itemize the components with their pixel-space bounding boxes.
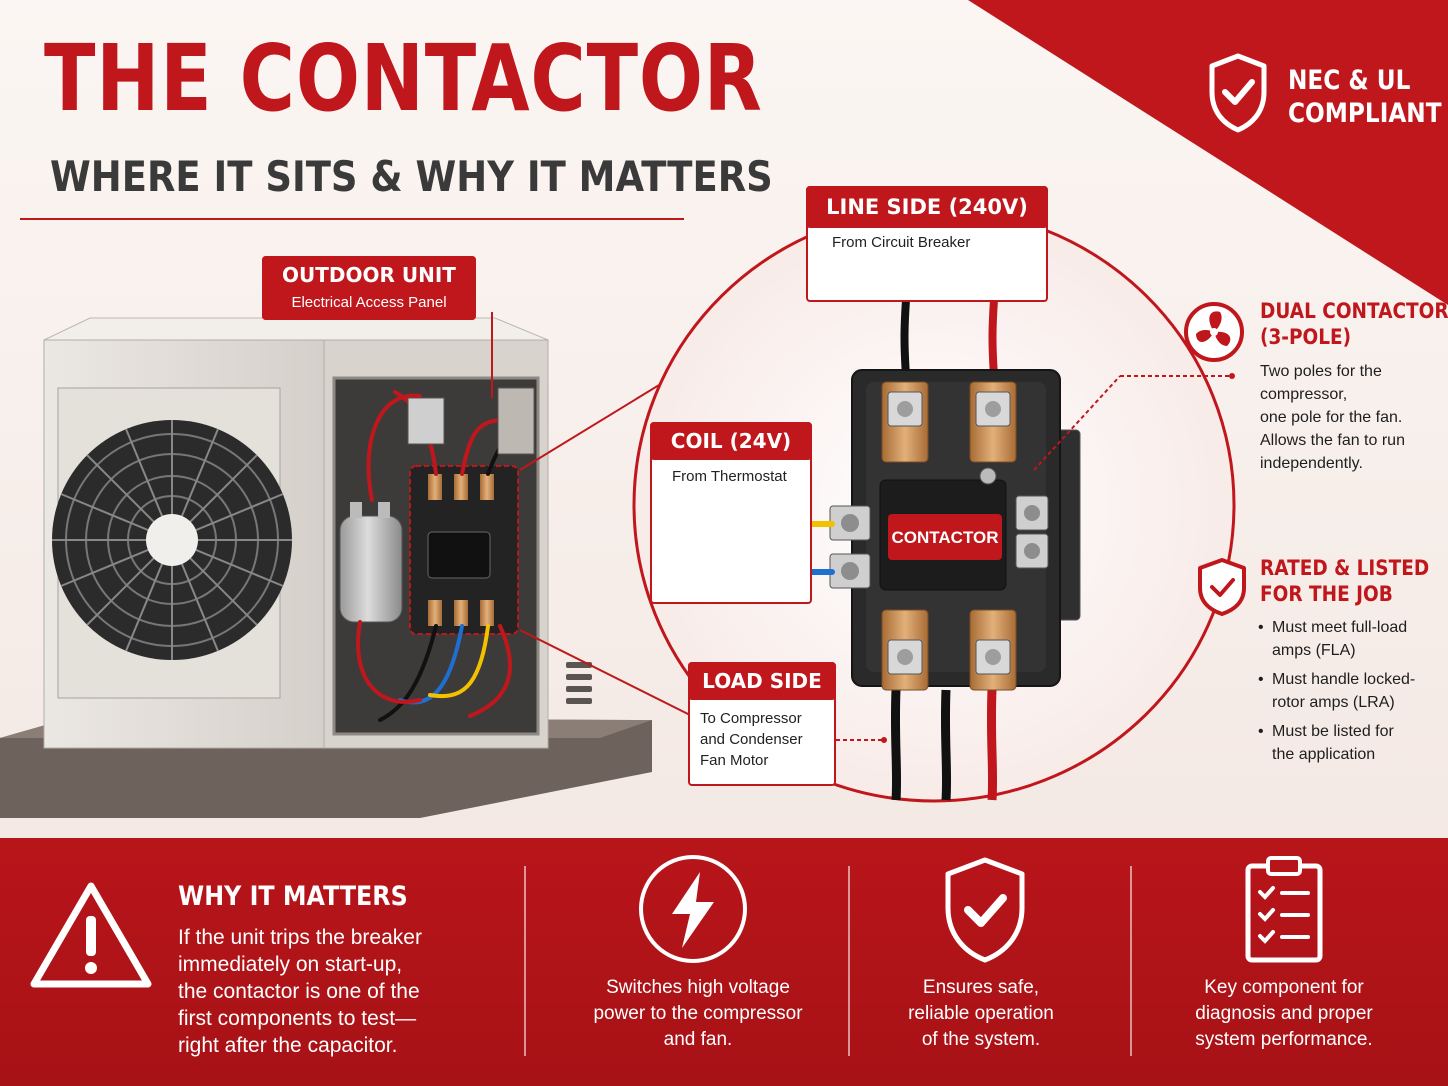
feature-line: power to the compressor (593, 1003, 803, 1024)
lightning-icon (639, 855, 747, 963)
feature-line: of the system. (921, 1029, 1041, 1050)
outdoor-unit-subtitle: Electrical Access Panel (291, 294, 447, 311)
contactor-label: CONTACTOR (891, 528, 998, 547)
why-line: first components to test— (178, 1007, 417, 1030)
load-side-line: To Compressor (700, 710, 802, 727)
fan-grille (52, 420, 292, 660)
rated-bullet-line: rotor amps (LRA) (1272, 694, 1395, 711)
load-side-header: LOAD SIDE (688, 662, 836, 700)
dual-contactor-title: DUAL CONTACTOR (3-POLE) (1260, 298, 1448, 350)
compliance-badge: NEC & UL COMPLIANT (1200, 52, 1442, 142)
rated-listed-title: RATED & LISTED FOR THE JOB (1260, 555, 1429, 607)
fan-icon (1184, 302, 1244, 362)
feature-line: diagnosis and proper (1195, 1003, 1373, 1024)
line-side-subtitle: From Circuit Breaker (832, 234, 971, 251)
contactor-diagram: CONTACTOR L1 L2 Y C (0, 207, 1246, 818)
dual-contactor-body-line: independently. (1260, 455, 1363, 472)
dual-contactor-title-line: DUAL CONTACTOR (1260, 299, 1448, 323)
dual-contactor-body-line: Allows the fan to run (1260, 432, 1405, 449)
rated-bullet: Must meet full-load amps (FLA) (1258, 616, 1415, 662)
shield-check-icon (1209, 53, 1267, 133)
rated-listed-title-line: RATED & LISTED (1260, 556, 1430, 580)
line-side-header: LINE SIDE (240V) (806, 186, 1048, 228)
rated-bullet-line: Must be listed for (1272, 723, 1394, 740)
compliance-text: NEC & UL COMPLIANT (1288, 64, 1442, 130)
coil-callout: COIL (24V) From Thermostat (650, 422, 812, 604)
load-side-line: Fan Motor (700, 752, 769, 769)
feature-line: reliable operation (908, 1003, 1054, 1024)
feature-text-diagnosis: Key component for diagnosis and proper s… (1150, 975, 1418, 1053)
why-it-matters-body: If the unit trips the breaker immediatel… (178, 924, 422, 1059)
why-it-matters-title: WHY IT MATTERS (178, 881, 408, 912)
title-rule (20, 218, 684, 220)
why-line: the contactor is one of the (178, 980, 420, 1003)
divider (848, 866, 850, 1056)
feature-text-safety: Ensures safe, reliable operation of the … (866, 975, 1096, 1053)
feature-text-voltage: Switches high voltage power to the compr… (556, 975, 840, 1053)
feature-line: Key component for (1204, 977, 1364, 998)
outdoor-unit-callout-header: OUTDOOR UNIT (262, 256, 476, 320)
rated-listed-title-line: FOR THE JOB (1260, 582, 1393, 606)
outdoor-unit-callout: OUTDOOR UNIT Electrical Access Panel (262, 256, 476, 320)
page-title: THE CONTACTOR (44, 25, 763, 132)
clipboard-checklist-icon (1245, 856, 1323, 963)
outdoor-unit-title: OUTDOOR UNIT (282, 263, 456, 287)
contactor-illustration: CONTACTOR (723, 296, 1081, 801)
load-side-line: and Condenser (700, 731, 803, 748)
bottom-band (0, 838, 1448, 1086)
feature-line: system performance. (1195, 1029, 1373, 1050)
rated-bullet-line: Must handle locked- (1272, 671, 1416, 688)
divider (524, 866, 526, 1056)
rated-bullet: Must be listed for the application (1258, 720, 1415, 766)
divider (1130, 866, 1132, 1056)
load-side-callout: LOAD SIDE To Compressor and Condenser Fa… (688, 662, 836, 786)
page-subtitle: WHERE IT SITS & WHY IT MATTERS (50, 152, 773, 201)
dual-contactor-body-line: one pole for the fan. (1260, 409, 1403, 426)
dual-contactor-body-line: compressor, (1260, 386, 1348, 403)
dual-contactor-body: Two poles for the compressor, one pole f… (1260, 360, 1405, 475)
feature-line: and fan. (663, 1029, 733, 1050)
rated-bullet: Must handle locked- rotor amps (LRA) (1258, 668, 1415, 714)
compliance-line: COMPLIANT (1288, 98, 1442, 129)
rated-bullet-line: Must meet full-load (1272, 619, 1408, 636)
warning-icon (30, 882, 152, 988)
shield-check-icon (1198, 558, 1246, 616)
shield-check-icon (945, 857, 1025, 963)
compliance-line: NEC & UL (1288, 65, 1411, 96)
rated-bullet-line: amps (FLA) (1272, 642, 1356, 659)
why-line: If the unit trips the breaker (178, 926, 422, 949)
outdoor-unit-illustration (43, 317, 592, 749)
line-side-callout: LINE SIDE (240V) From Circuit Breaker (806, 186, 1048, 302)
dual-contactor-title-line: (3-POLE) (1260, 325, 1352, 349)
why-line: right after the capacitor. (178, 1034, 398, 1057)
why-line: immediately on start-up, (178, 953, 403, 976)
rated-bullet-line: the application (1272, 746, 1376, 763)
dual-contactor-body-line: Two poles for the (1260, 363, 1382, 380)
feature-line: Ensures safe, (922, 977, 1040, 998)
rated-listed-bullets: Must meet full-load amps (FLA) Must hand… (1258, 616, 1415, 772)
contactor-label-plate (888, 514, 1002, 560)
feature-line: Switches high voltage (606, 977, 790, 998)
coil-header: COIL (24V) (650, 422, 812, 460)
coil-subtitle: From Thermostat (672, 468, 787, 485)
